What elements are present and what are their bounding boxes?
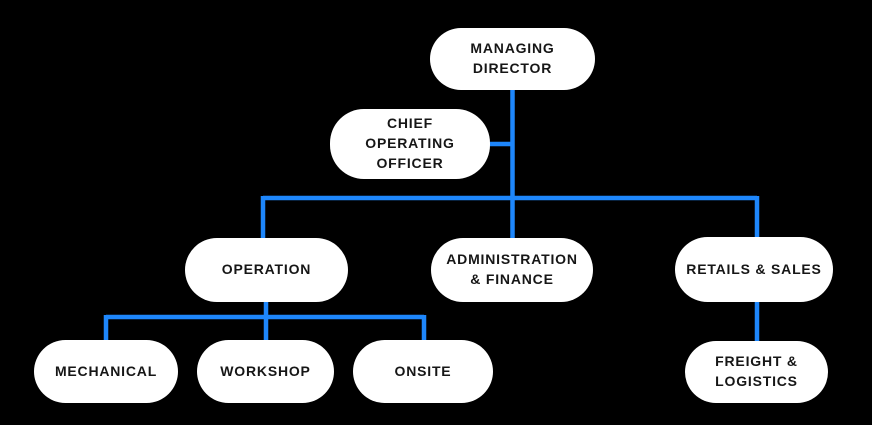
node-label-administration-finance: ADMINISTRATION & FINANCE <box>446 251 578 287</box>
node-managing-director[interactable]: MANAGING DIRECTOR <box>430 28 595 90</box>
node-label-retails-sales: RETAILS & SALES <box>686 260 822 277</box>
node-administration-finance[interactable]: ADMINISTRATION & FINANCE <box>431 238 593 302</box>
node-workshop[interactable]: WORKSHOP <box>197 340 334 403</box>
node-label-onsite: ONSITE <box>394 362 452 379</box>
node-chief-operating-officer[interactable]: CHIEF OPERATING OFFICER <box>330 109 490 179</box>
node-label-workshop: WORKSHOP <box>220 362 311 379</box>
node-label-operation: OPERATION <box>221 261 312 278</box>
node-label-freight-logistics: FREIGHT & LOGISTICS <box>715 353 798 389</box>
node-freight-logistics[interactable]: FREIGHT & LOGISTICS <box>685 341 828 403</box>
node-operation[interactable]: OPERATION <box>185 238 348 302</box>
node-label-chief-operating-officer: CHIEF OPERATING OFFICER <box>365 115 455 171</box>
node-label-managing-director: MANAGING DIRECTOR <box>470 40 555 76</box>
node-onsite[interactable]: ONSITE <box>353 340 493 403</box>
node-retails-sales[interactable]: RETAILS & SALES <box>675 237 833 302</box>
node-label-mechanical: MECHANICAL <box>54 362 158 379</box>
node-mechanical[interactable]: MECHANICAL <box>34 340 178 403</box>
